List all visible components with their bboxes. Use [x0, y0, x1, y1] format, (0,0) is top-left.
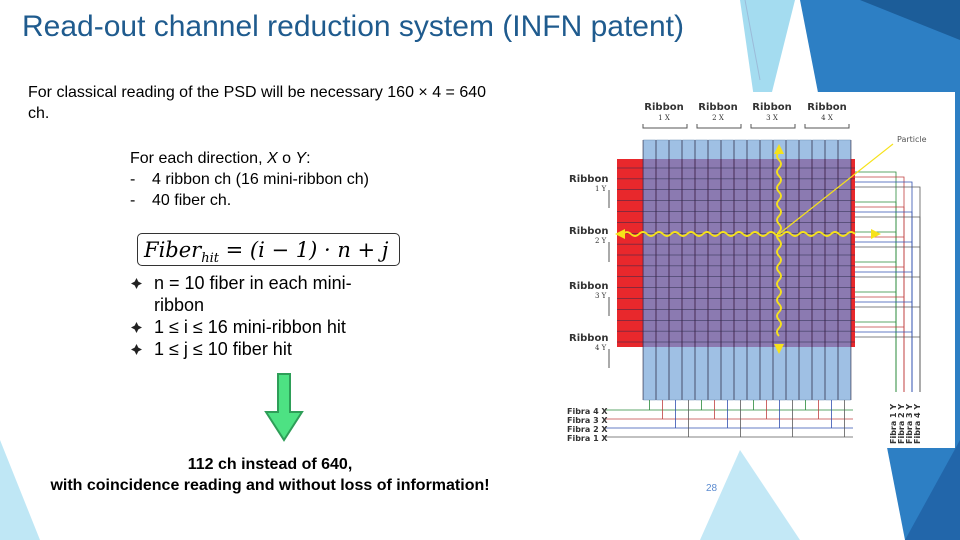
result-line-1: 112 ch instead of 640, [187, 456, 353, 473]
y-signal-wave [776, 151, 782, 337]
side-ribbon-sub: 4 Y [595, 344, 607, 352]
fibra-x-label: Fibra 3 X [567, 416, 608, 425]
wire [855, 331, 913, 392]
fibra-x-label: Fibra 4 X [567, 407, 608, 416]
bullet-list: n = 10 fiber in each mini-ribbon 1 ≤ i ≤… [130, 272, 390, 360]
arrow-right-icon [871, 229, 881, 239]
slide-title: Read-out channel reduction system (INFN … [22, 10, 684, 43]
diamond-bullet-icon [131, 322, 142, 333]
top-ribbon-label: Ribbon [644, 102, 683, 113]
wire [855, 326, 905, 392]
top-ribbon-sub: 4 X [821, 114, 833, 122]
side-ribbon-label: Ribbon [569, 333, 608, 344]
fibra-y-label: Fibra 3 Y [905, 404, 914, 444]
list-item: 1 ≤ j ≤ 10 fiber hit [130, 338, 390, 360]
arrow-left-icon [615, 229, 625, 239]
fibra-y-label: Fibra 1 Y [889, 404, 898, 444]
particle-track [778, 143, 894, 235]
top-ribbon-sub: 2 X [712, 114, 724, 122]
detector-diagram: Ribbon Ribbon Ribbon Ribbon 1 X 2 X 3 X … [563, 92, 955, 448]
top-ribbon-sub: 1 X [658, 114, 670, 122]
fibra-y-label: Fibra 2 Y [897, 404, 906, 444]
top-ribbon-label: Ribbon [752, 102, 791, 113]
fibra-x-label: Fibra 1 X [567, 434, 608, 443]
arrow-up-icon [774, 144, 784, 154]
fibra-y-label: Fibra 4 Y [913, 404, 922, 444]
arrow-down-icon [774, 344, 784, 354]
diamond-bullet-icon [131, 344, 142, 355]
direction-heading: For each direction, X o Y: [130, 150, 311, 167]
x-signal-wave [622, 231, 856, 237]
side-ribbon-label: Ribbon [569, 226, 608, 237]
top-ribbon-sub: 3 X [766, 114, 778, 122]
top-ribbon-label: Ribbon [807, 102, 846, 113]
direction-list: 4 ribbon ch (16 mini-ribbon ch) 40 fiber… [130, 169, 460, 211]
result-text: 112 ch instead of 640, with coincidence … [20, 454, 520, 496]
diamond-bullet-icon [131, 278, 142, 289]
list-item: n = 10 fiber in each mini-ribbon [130, 272, 390, 316]
side-ribbon-label: Ribbon [569, 281, 608, 292]
bg-triangle-dark [860, 0, 960, 40]
direction-block: For each direction, X o Y: 4 ribbon ch (… [130, 148, 460, 211]
formula-box: Fiberhit = (i − 1) · n + j [137, 233, 400, 266]
side-ribbon-sub: 1 Y [595, 185, 607, 193]
top-ribbon-label: Ribbon [698, 102, 737, 113]
list-item: 40 fiber ch. [130, 190, 460, 211]
side-ribbon-label: Ribbon [569, 174, 608, 185]
side-ribbon-sub: 2 Y [595, 237, 607, 245]
particle-label: Particle [897, 135, 927, 144]
wire [855, 336, 921, 392]
side-ribbon-sub: 3 Y [595, 292, 607, 300]
page-number: 28 [706, 483, 718, 494]
fibra-x-label: Fibra 2 X [567, 425, 608, 434]
list-item: 4 ribbon ch (16 mini-ribbon ch) [130, 169, 460, 190]
result-line-2: with coincidence reading and without los… [50, 477, 490, 494]
bg-triangle-bottom [700, 450, 800, 540]
bg-triangle-left [0, 440, 40, 540]
list-item: 1 ≤ i ≤ 16 mini-ribbon hit [130, 316, 390, 338]
intro-text: For classical reading of the PSD will be… [28, 84, 487, 122]
wire [855, 321, 897, 392]
bg-triangle-light [740, 0, 795, 140]
bg-corner [905, 440, 960, 540]
down-arrow-icon [264, 373, 304, 442]
